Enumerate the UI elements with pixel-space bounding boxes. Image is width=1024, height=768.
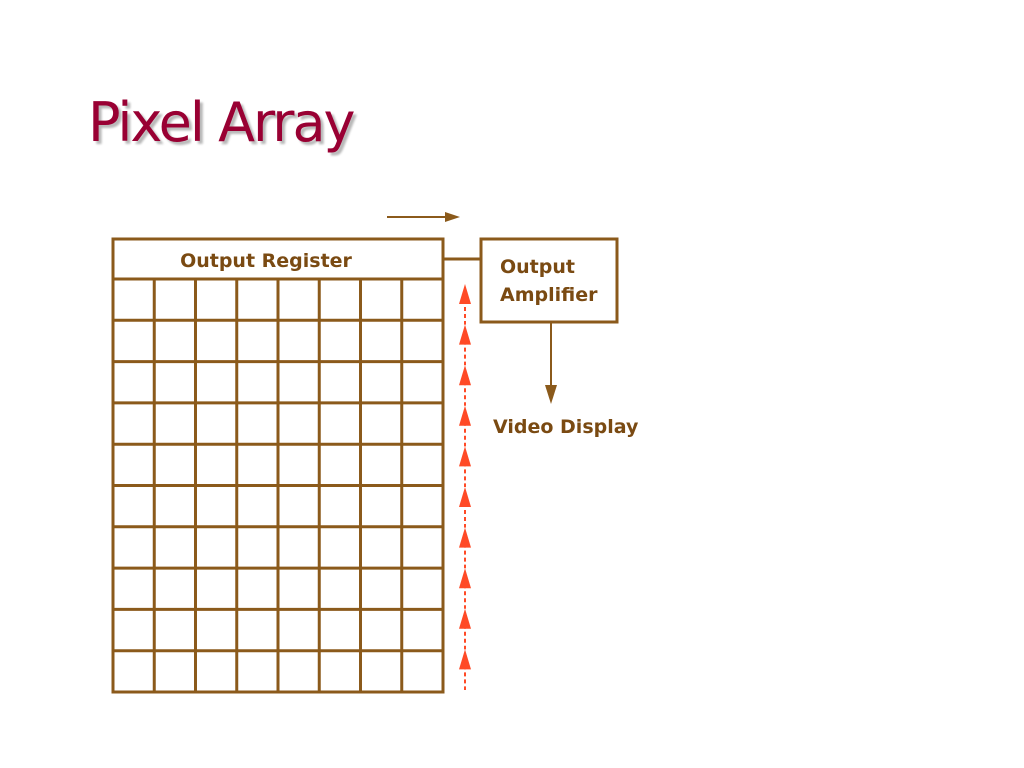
output-register: Output Register [111, 237, 445, 281]
shift-arrow [459, 405, 471, 447]
register-transfer-arrow [387, 212, 460, 222]
shift-arrow [459, 568, 471, 609]
shift-arrow [459, 324, 471, 366]
output-amplifier: Output Amplifier [479, 237, 619, 324]
vertical-shift-arrows [459, 284, 471, 690]
shift-arrow [459, 365, 471, 406]
slide-title: Pixel Array [88, 91, 356, 154]
video-display-arrow [545, 322, 557, 404]
output-amplifier-label-line2: Amplifier [500, 284, 598, 306]
output-register-label: Output Register [180, 250, 352, 272]
shift-arrow [459, 649, 471, 690]
shift-arrow [459, 446, 471, 487]
pixel-grid [111, 277, 445, 694]
shift-arrow [459, 608, 471, 650]
shift-arrow [459, 527, 471, 569]
output-amplifier-label-line1: Output [500, 256, 575, 278]
video-display-label: Video Display [493, 416, 639, 438]
shift-arrow [459, 487, 471, 528]
pixel-grid-lines [113, 279, 443, 692]
shift-arrow [459, 284, 471, 325]
